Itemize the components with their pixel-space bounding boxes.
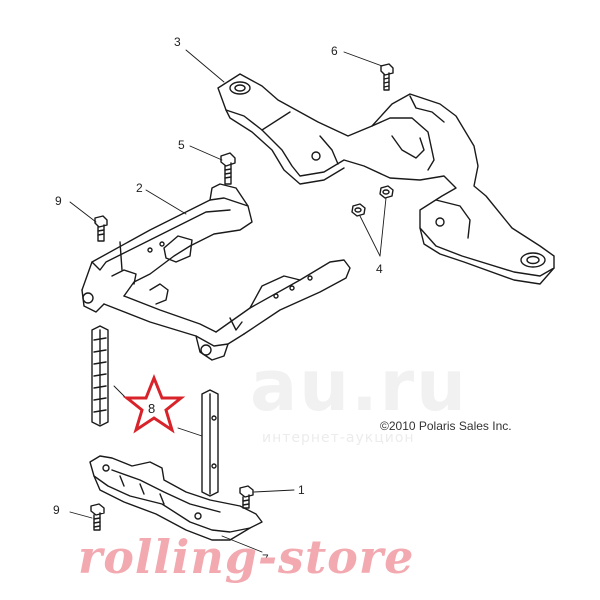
part-9-lower-bolt bbox=[90, 503, 105, 531]
part-5-bolt bbox=[220, 152, 236, 185]
watermark-sub: интернет-аукцион bbox=[262, 430, 415, 446]
callout-8: 8 bbox=[148, 401, 156, 416]
part-7-skid-plate bbox=[89, 455, 263, 541]
part-8-right-bar bbox=[201, 389, 219, 497]
store-watermark: rolling-store bbox=[78, 530, 415, 584]
part-8-left-bar bbox=[91, 325, 109, 427]
callout-9-lower: 9 bbox=[53, 503, 60, 517]
leader-lines bbox=[69, 49, 387, 553]
callout-4: 4 bbox=[376, 262, 383, 276]
callout-3: 3 bbox=[174, 35, 181, 49]
part-4-nuts bbox=[351, 185, 394, 217]
callout-1: 1 bbox=[298, 483, 305, 497]
callout-5: 5 bbox=[178, 138, 185, 152]
callout-9-upper: 9 bbox=[55, 194, 62, 208]
part-6-bolt bbox=[380, 63, 394, 91]
highlight-star bbox=[122, 373, 186, 434]
watermark-main: au.ru bbox=[250, 345, 469, 427]
part-1-bolt bbox=[239, 485, 254, 509]
part-2-frame bbox=[81, 183, 351, 361]
copyright-text: ©2010 Polaris Sales Inc. bbox=[380, 419, 512, 433]
callout-6: 6 bbox=[331, 44, 338, 58]
callout-7: 7 bbox=[262, 552, 269, 566]
part-9-upper-bolt bbox=[94, 215, 108, 242]
part-3-main-bracket bbox=[217, 73, 555, 285]
callout-2: 2 bbox=[136, 181, 143, 195]
